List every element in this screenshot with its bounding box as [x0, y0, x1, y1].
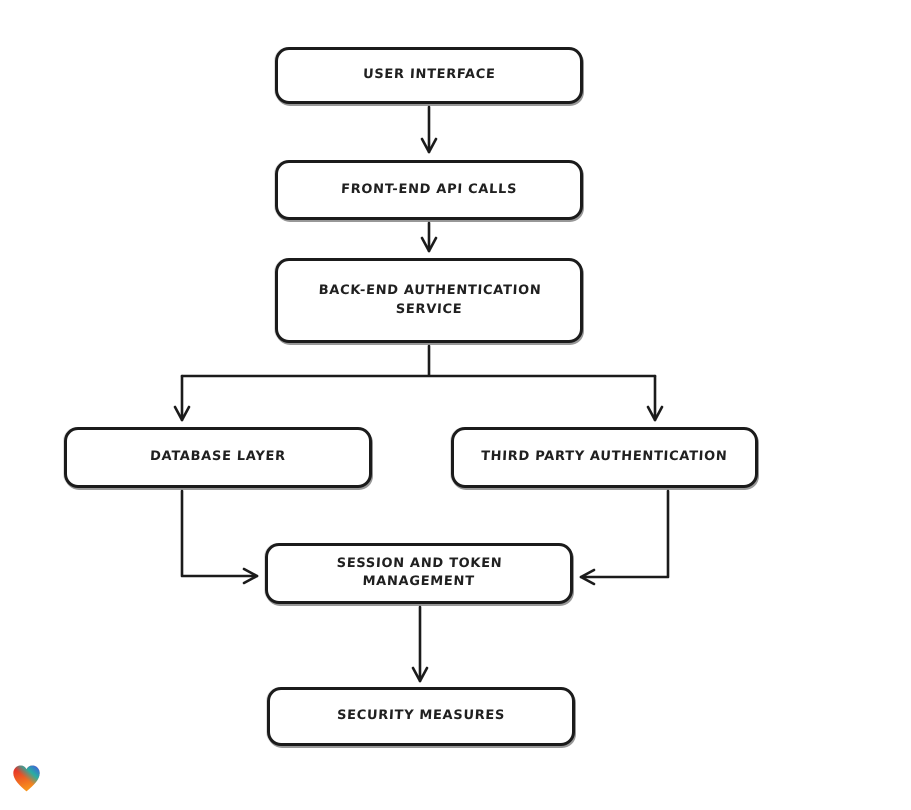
node-database-layer-label: DATABASE LAYER [149, 449, 287, 465]
node-back-end-authentication-service[interactable]: BACK-END AUTHENTICATION SERVICE [275, 258, 583, 343]
node-user-interface[interactable]: USER INTERFACE [275, 47, 583, 104]
connector-database-to-session [180, 489, 259, 585]
node-session-and-token-management[interactable]: SESSION AND TOKEN MANAGEMENT [265, 543, 573, 604]
connector-backend-branch-stem [180, 344, 657, 378]
node-third-party-authentication-label: THIRD PARTY AUTHENTICATION [480, 449, 729, 465]
node-front-end-api-calls-label: FRONT-END API CALLS [340, 181, 518, 197]
node-database-layer[interactable]: DATABASE LAYER [64, 427, 372, 488]
node-security-measures-label: SECURITY MEASURES [336, 708, 506, 724]
connector-thirdparty-to-session [579, 489, 670, 586]
node-front-end-api-calls[interactable]: FRONT-END API CALLS [275, 160, 583, 220]
node-user-interface-label: USER INTERFACE [362, 67, 496, 83]
node-back-end-authentication-service-label: BACK-END AUTHENTICATION SERVICE [317, 282, 542, 317]
node-session-and-token-management-label: SESSION AND TOKEN MANAGEMENT [336, 556, 503, 590]
node-third-party-authentication[interactable]: THIRD PARTY AUTHENTICATION [451, 427, 758, 488]
node-security-measures[interactable]: SECURITY MEASURES [267, 687, 575, 746]
heart-logo-icon[interactable] [10, 762, 43, 795]
